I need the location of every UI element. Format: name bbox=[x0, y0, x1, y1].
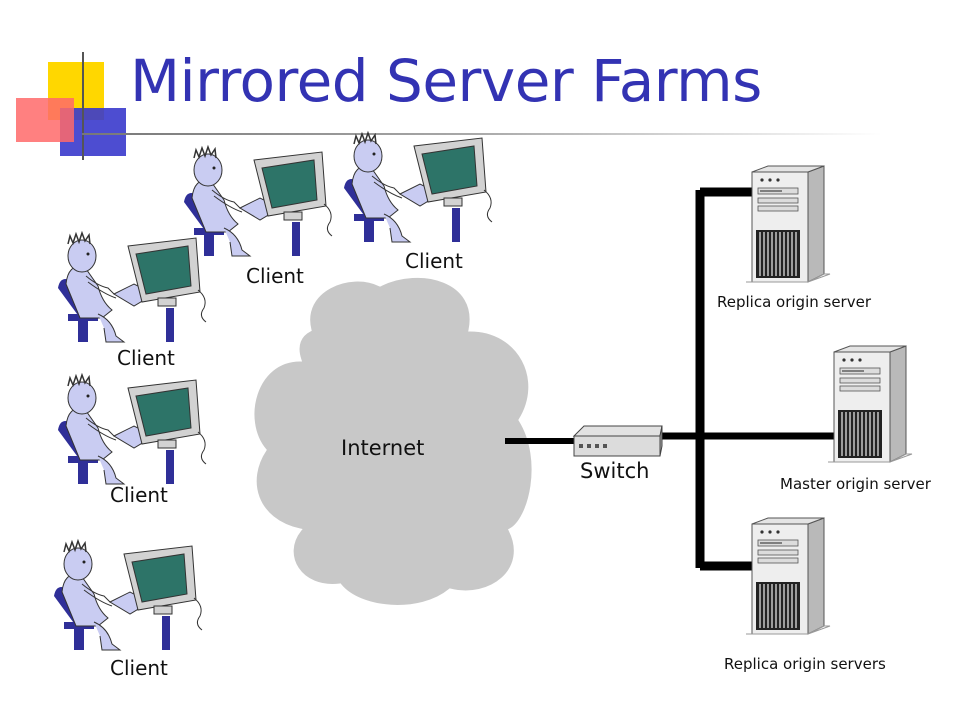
switch-label: Switch bbox=[580, 459, 650, 483]
master-server bbox=[827, 345, 913, 463]
title-deco-red bbox=[16, 98, 74, 142]
replica-server-bottom-label: Replica origin servers bbox=[724, 655, 886, 673]
replica-server-top-label: Replica origin server bbox=[717, 293, 871, 311]
client-label-5: Client bbox=[110, 656, 168, 680]
client-label-2: Client bbox=[405, 249, 463, 273]
client-figure-4 bbox=[57, 374, 207, 485]
title-rule bbox=[82, 133, 882, 135]
client-figure-3 bbox=[57, 232, 207, 343]
network-links bbox=[505, 187, 838, 571]
switch-device bbox=[572, 425, 663, 457]
client-label-1: Client bbox=[246, 264, 304, 288]
internet-label: Internet bbox=[341, 436, 425, 460]
page-title: Mirrored Server Farms bbox=[130, 47, 762, 115]
client-label-4: Client bbox=[110, 483, 168, 507]
client-figure-1 bbox=[183, 146, 333, 257]
replica-server-top bbox=[745, 165, 831, 283]
title-deco-vline bbox=[82, 52, 84, 160]
client-figure-5 bbox=[53, 540, 203, 651]
client-figure-2 bbox=[343, 132, 493, 243]
client-label-3: Client bbox=[117, 346, 175, 370]
replica-server-bottom bbox=[745, 517, 831, 635]
master-server-label: Master origin server bbox=[780, 475, 931, 493]
internet-cloud bbox=[251, 274, 535, 608]
